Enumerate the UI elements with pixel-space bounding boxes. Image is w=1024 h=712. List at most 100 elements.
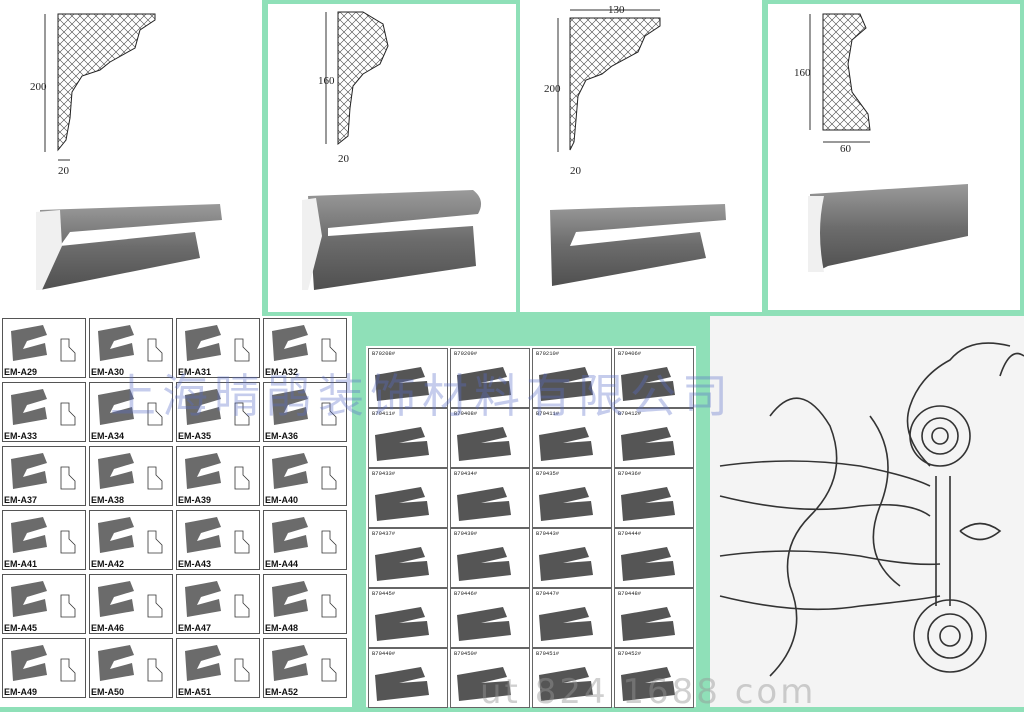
spec-item[interactable]: B70436# xyxy=(614,468,694,528)
catalog-item-label: EM-A48 xyxy=(265,623,299,633)
profile-4-width: 60 xyxy=(840,143,852,155)
catalog-item[interactable]: EM-A51 xyxy=(176,638,260,698)
spec-item[interactable]: B70411# xyxy=(368,408,448,468)
spec-thumbnail xyxy=(375,547,429,581)
catalog-item-label: EM-A32 xyxy=(265,367,299,377)
ionic-capital-sketch xyxy=(719,342,1024,677)
profile-drawing-3: 130 200 20 xyxy=(544,4,726,286)
profile-3-width: 130 xyxy=(608,4,625,16)
spec-thumbnail xyxy=(457,487,511,521)
catalog-item-label: EM-A44 xyxy=(265,559,299,569)
catalog-item-label: EM-A43 xyxy=(178,559,212,569)
molding-thumbnail xyxy=(11,517,76,554)
spec-item[interactable]: B70443# xyxy=(532,528,612,588)
catalog-item[interactable]: EM-A43 xyxy=(176,510,260,570)
molding-thumbnail xyxy=(11,389,76,426)
molding-thumbnail xyxy=(11,453,76,490)
catalog-item[interactable]: EM-A52 xyxy=(263,638,347,698)
catalog-item-label: EM-A52 xyxy=(265,687,299,697)
catalog-item[interactable]: EM-A34 xyxy=(89,382,173,442)
catalog-item-label: EM-A47 xyxy=(178,623,212,633)
spec-thumbnail xyxy=(621,607,675,641)
watermark-footer: ut 824 1688 com xyxy=(480,672,817,712)
spec-item-code: B70439# xyxy=(454,530,478,537)
molding-thumbnail xyxy=(98,645,163,682)
catalog-item[interactable]: EM-A40 xyxy=(263,446,347,506)
molding-thumbnail xyxy=(272,453,337,490)
catalog-item[interactable]: EM-A38 xyxy=(89,446,173,506)
spec-item[interactable]: B70411# xyxy=(532,408,612,468)
molding-thumbnail xyxy=(272,389,337,426)
catalog-item-label: EM-A51 xyxy=(178,687,212,697)
spec-thumbnail xyxy=(375,367,429,401)
spec-thumbnail xyxy=(539,547,593,581)
catalog-item[interactable]: EM-A48 xyxy=(263,574,347,634)
catalog-item-label: EM-A42 xyxy=(91,559,125,569)
molding-thumbnail xyxy=(11,645,76,682)
spec-item[interactable]: B70449# xyxy=(368,648,448,708)
spec-item-code: B70437# xyxy=(372,530,396,537)
spec-item[interactable]: B70406# xyxy=(614,348,694,408)
molding-thumbnail xyxy=(98,453,163,490)
spec-item[interactable]: B70444# xyxy=(614,528,694,588)
catalog-item[interactable]: EM-A32 xyxy=(263,318,347,378)
molding-thumbnail xyxy=(272,325,337,362)
spec-item[interactable]: B70446# xyxy=(450,588,530,648)
catalog-item-label: EM-A49 xyxy=(4,687,38,697)
catalog-item[interactable]: EM-A37 xyxy=(2,446,86,506)
spec-item[interactable]: B70447# xyxy=(532,588,612,648)
spec-item[interactable]: B70437# xyxy=(368,528,448,588)
catalog-item[interactable]: EM-A50 xyxy=(89,638,173,698)
catalog-item-label: EM-A37 xyxy=(4,495,38,505)
catalog-item[interactable]: EM-A30 xyxy=(89,318,173,378)
spec-thumbnail xyxy=(539,667,593,701)
molding-thumbnail xyxy=(185,389,250,426)
molding-thumbnail xyxy=(11,325,76,362)
catalog-item[interactable]: EM-A35 xyxy=(176,382,260,442)
catalog-item[interactable]: EM-A49 xyxy=(2,638,86,698)
catalog-item-label: EM-A46 xyxy=(91,623,125,633)
spec-item-code: B70434# xyxy=(454,470,478,477)
molding-thumbnail xyxy=(185,325,250,362)
spec-item[interactable]: B70448# xyxy=(614,588,694,648)
spec-item-code: B70406# xyxy=(618,350,642,357)
spec-thumbnail xyxy=(621,427,675,461)
catalog-item[interactable]: EM-A44 xyxy=(263,510,347,570)
profile-3-depth: 20 xyxy=(570,165,582,177)
spec-item[interactable]: B70433# xyxy=(368,468,448,528)
spec-item[interactable]: B70208# xyxy=(368,348,448,408)
catalog-item[interactable]: EM-A46 xyxy=(89,574,173,634)
spec-item-code: B70443# xyxy=(536,530,560,537)
catalog-item[interactable]: EM-A47 xyxy=(176,574,260,634)
catalog-item[interactable]: EM-A31 xyxy=(176,318,260,378)
catalog-item[interactable]: EM-A33 xyxy=(2,382,86,442)
molding-thumbnail xyxy=(185,645,250,682)
spec-item[interactable]: B70445# xyxy=(368,588,448,648)
catalog-item[interactable]: EM-A45 xyxy=(2,574,86,634)
catalog-item[interactable]: EM-A36 xyxy=(263,382,347,442)
spec-item[interactable]: B70210# xyxy=(532,348,612,408)
catalog-item[interactable]: EM-A39 xyxy=(176,446,260,506)
spec-item[interactable]: B70452# xyxy=(614,648,694,708)
spec-item[interactable]: B70209# xyxy=(450,348,530,408)
molding-thumbnail xyxy=(98,581,163,618)
spec-item[interactable]: B70435# xyxy=(532,468,612,528)
spec-item[interactable]: B70451# xyxy=(532,648,612,708)
spec-item[interactable]: B70408# xyxy=(450,408,530,468)
catalog-item-label: EM-A33 xyxy=(4,431,38,441)
spec-item[interactable]: B70439# xyxy=(450,528,530,588)
catalog-item[interactable]: EM-A41 xyxy=(2,510,86,570)
product-panel-1: 200 20 xyxy=(0,0,262,316)
catalog-item-label: EM-A34 xyxy=(91,431,125,441)
profile-4-height: 160 xyxy=(794,67,811,79)
catalog-item-label: EM-A50 xyxy=(91,687,125,697)
catalog-item[interactable]: EM-A29 xyxy=(2,318,86,378)
molding-thumbnail xyxy=(272,645,337,682)
spec-thumbnail xyxy=(375,667,429,701)
molding-thumbnail xyxy=(11,581,76,618)
catalog-item[interactable]: EM-A42 xyxy=(89,510,173,570)
product-panel-2: 160 20 xyxy=(268,4,516,312)
spec-item[interactable]: B70434# xyxy=(450,468,530,528)
spec-item[interactable]: B70412# xyxy=(614,408,694,468)
spec-item-code: B70411# xyxy=(372,410,396,417)
